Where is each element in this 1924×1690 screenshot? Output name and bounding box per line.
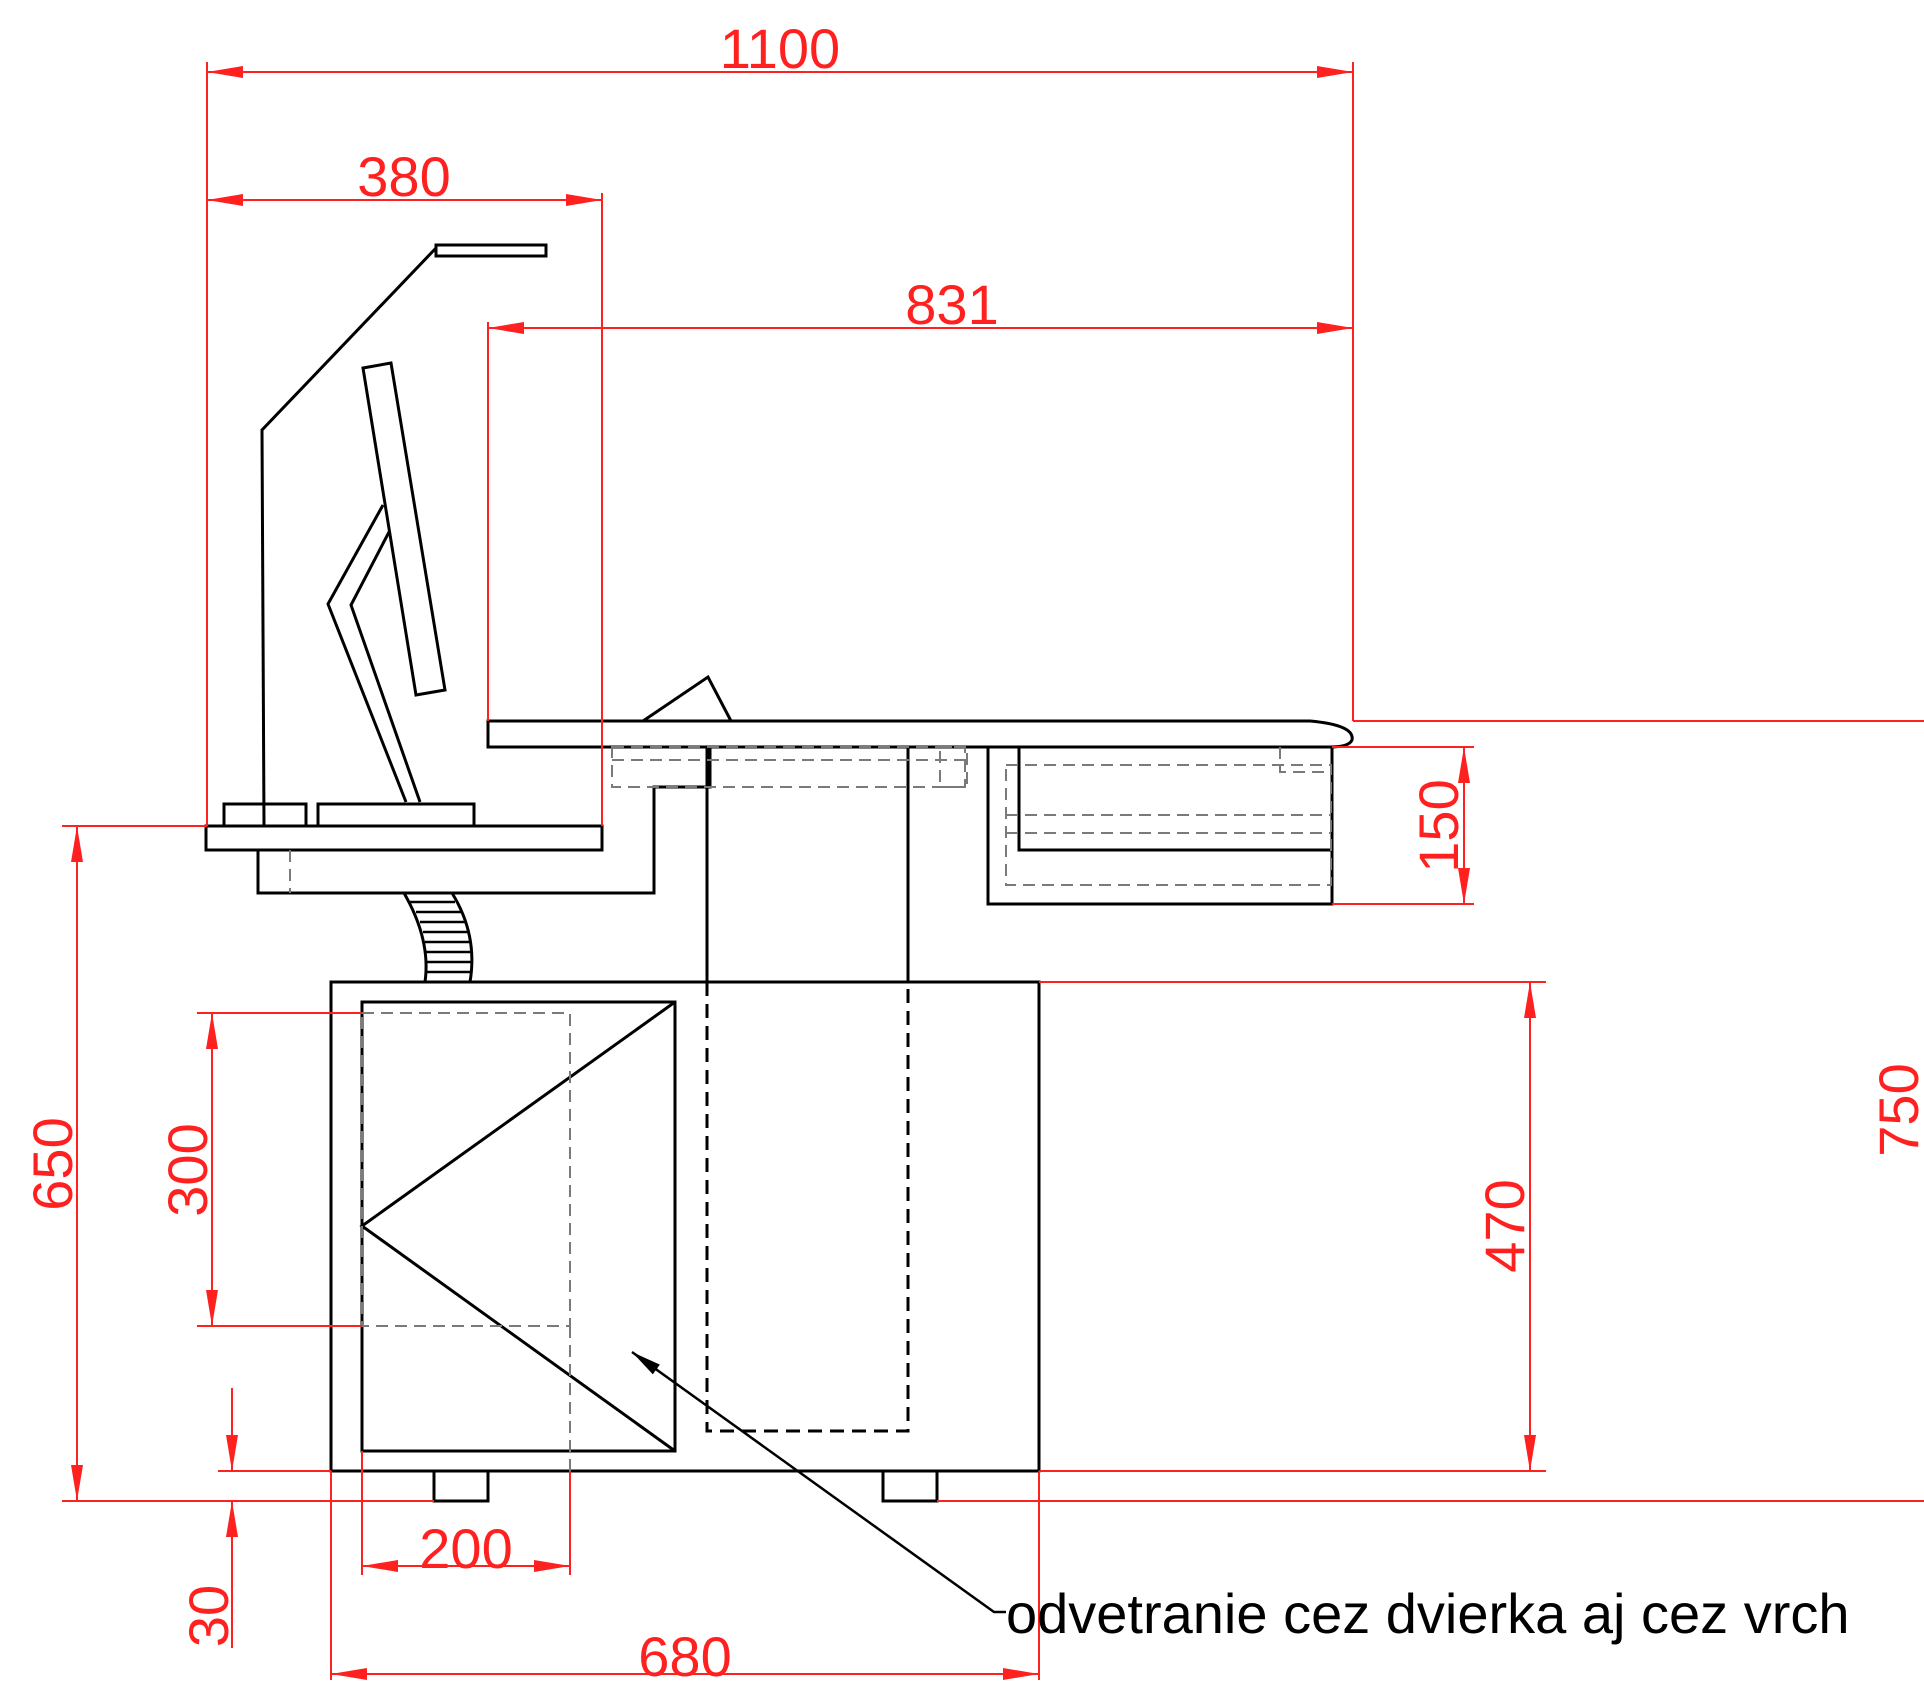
door-swing-mark bbox=[359, 1000, 676, 1453]
lamp-head bbox=[434, 243, 548, 258]
ventilation-note: odvetranie cez dvierka aj cez vrch bbox=[1006, 1582, 1850, 1645]
monitor-base bbox=[316, 802, 476, 828]
monitor-screen bbox=[361, 361, 447, 697]
desk-top bbox=[486, 719, 1354, 749]
cable-conduit bbox=[401, 891, 474, 984]
furniture-outline bbox=[204, 243, 1354, 1503]
foot-right bbox=[881, 1469, 939, 1503]
dim-text-680: 680 bbox=[638, 1625, 731, 1688]
pc-cabinet bbox=[329, 980, 1041, 1473]
ventilation-leader bbox=[631, 1350, 1006, 1614]
drawer-front bbox=[1017, 745, 1334, 852]
monitor-stand-inner bbox=[349, 531, 422, 803]
hidden-lines bbox=[289, 746, 1332, 1471]
upper-shelf bbox=[204, 824, 604, 852]
dim-text-30: 30 bbox=[177, 1585, 240, 1647]
cabinet-door bbox=[360, 1000, 677, 1453]
dim-text-380: 380 bbox=[357, 145, 450, 208]
dim-text-150: 150 bbox=[1407, 779, 1470, 872]
dim-text-300: 300 bbox=[156, 1123, 219, 1216]
cable-conduit-ribs bbox=[410, 900, 471, 974]
monitor-stand bbox=[326, 504, 408, 803]
dim-text-470: 470 bbox=[1473, 1179, 1536, 1272]
foot-left bbox=[432, 1469, 490, 1503]
lamp-arm bbox=[260, 246, 438, 827]
dim-text-1100: 1100 bbox=[720, 17, 840, 80]
upper-shelf-frame bbox=[256, 747, 712, 895]
dimension-lines bbox=[71, 66, 1536, 1680]
hidden-column bbox=[705, 982, 910, 1433]
keyboard bbox=[642, 674, 733, 723]
dim-text-650: 650 bbox=[21, 1117, 84, 1210]
dim-text-831: 831 bbox=[905, 273, 998, 336]
dim-text-750: 750 bbox=[1867, 1063, 1924, 1156]
dim-text-200: 200 bbox=[419, 1517, 512, 1580]
extension-lines bbox=[62, 62, 1924, 1680]
